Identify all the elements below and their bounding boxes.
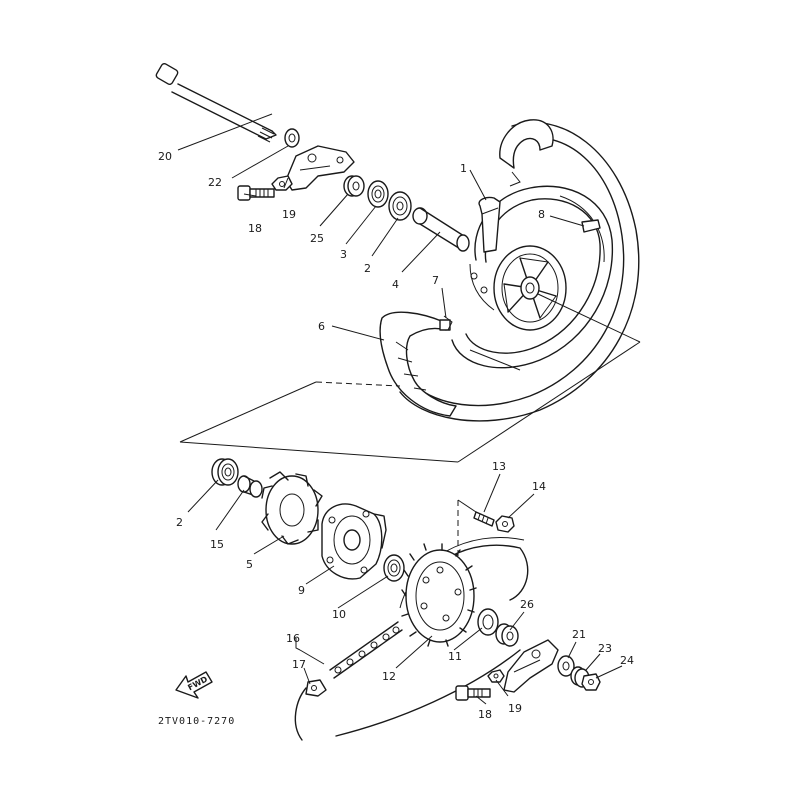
bearing-3 [367, 180, 389, 208]
callout-2-upper: 2 [364, 262, 371, 275]
callout-22: 22 [208, 176, 222, 189]
damper-5 [261, 471, 323, 545]
sprocket-12 [401, 543, 477, 647]
callout-16: 16 [286, 632, 300, 645]
bolt-18-upper [237, 185, 275, 201]
chain-adjuster-lower [503, 639, 559, 693]
callout-8: 8 [538, 208, 545, 221]
stud-bolt-13 [473, 511, 495, 527]
callout-6: 6 [318, 320, 325, 333]
callout-11: 11 [448, 650, 462, 663]
nut-14 [495, 515, 515, 533]
rear-wheel-assembly [379, 119, 641, 422]
drawing-code: 2TV010-7270 [158, 716, 235, 727]
chain-joint-17 [305, 679, 327, 697]
nut-19-lower [487, 669, 505, 683]
spacer-4 [412, 207, 470, 252]
callout-14: 14 [532, 480, 546, 493]
callout-17: 17 [292, 658, 306, 671]
callout-2-lower: 2 [176, 516, 183, 529]
callout-13: 13 [492, 460, 506, 473]
nut-24 [581, 673, 601, 691]
callout-19-lower: 19 [508, 702, 522, 715]
collar-15 [237, 475, 263, 498]
bearing-10 [383, 554, 405, 582]
callout-18-lower: 18 [478, 708, 492, 721]
callout-labels: 1 2 3 4 6 7 8 20 22 18 19 25 2 15 5 9 10… [158, 150, 634, 721]
callout-24: 24 [620, 654, 634, 667]
bearing-2-lower [211, 458, 239, 486]
callout-23: 23 [598, 642, 612, 655]
callout-4: 4 [392, 278, 399, 291]
collar-26 [495, 623, 519, 647]
callout-5: 5 [246, 558, 253, 571]
callout-9: 9 [298, 584, 305, 597]
callout-18-upper: 18 [248, 222, 262, 235]
callout-1: 1 [460, 162, 467, 175]
clutch-hub-9 [321, 503, 387, 580]
collar-25 [343, 175, 365, 197]
chain-16 [299, 621, 403, 679]
callout-3: 3 [340, 248, 347, 261]
oil-seal-11 [477, 608, 499, 636]
washer-21 [557, 655, 575, 677]
leader-lines [177, 113, 623, 705]
callout-26: 26 [520, 598, 534, 611]
assembly-plane-outline [179, 341, 641, 463]
callout-20: 20 [158, 150, 172, 163]
washer-22 [284, 128, 300, 148]
nut-19-upper [271, 175, 293, 191]
callout-19-upper: 19 [282, 208, 296, 221]
callout-21: 21 [572, 628, 586, 641]
axle-20 [155, 62, 277, 143]
callout-15: 15 [210, 538, 224, 551]
forward-arrow-icon: FWD [175, 671, 213, 699]
bolt-18-lower [455, 685, 491, 701]
callout-12: 12 [382, 670, 396, 683]
callout-25: 25 [310, 232, 324, 245]
callout-7: 7 [432, 274, 439, 287]
bearing-2-upper [388, 191, 412, 221]
callout-10: 10 [332, 608, 346, 621]
